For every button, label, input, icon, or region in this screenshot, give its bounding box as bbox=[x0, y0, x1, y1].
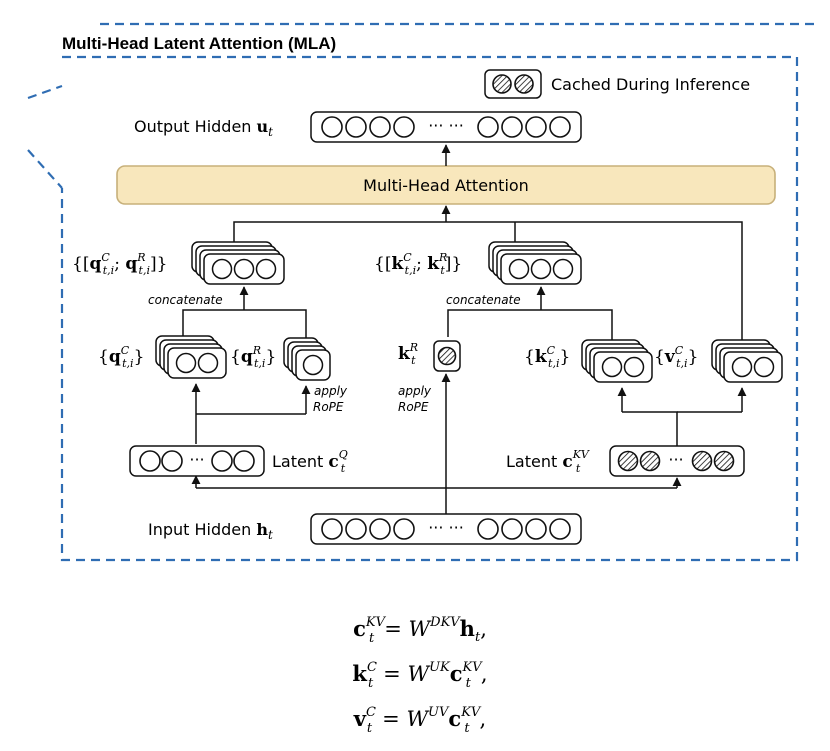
k-rope-label: RoPE bbox=[398, 400, 429, 414]
output-hidden: Output Hidden ut ··· ··· bbox=[134, 111, 582, 143]
k-concatenate-label: concatenate bbox=[446, 293, 521, 307]
multi-head-attention-block: Multi-Head Attention bbox=[116, 165, 776, 205]
latent-q-box: ··· bbox=[129, 445, 265, 477]
mha-label: Multi-Head Attention bbox=[363, 176, 529, 195]
output-ellipsis: ··· ··· bbox=[428, 116, 464, 135]
legend-label: Cached During Inference bbox=[551, 75, 750, 94]
q-r-stack bbox=[283, 337, 331, 381]
dashed-frame bbox=[27, 22, 820, 562]
input-hidden: Input Hidden ht ··· ··· bbox=[148, 513, 582, 545]
diagram-title: Multi-Head Latent Attention (MLA) bbox=[62, 34, 336, 53]
k-r-box bbox=[433, 340, 461, 372]
input-label: Input Hidden ht bbox=[148, 520, 273, 542]
latent-kv-ellipsis: ··· bbox=[668, 450, 683, 469]
q-rope-label: RoPE bbox=[313, 400, 344, 414]
q-concat-stack bbox=[191, 241, 285, 285]
output-label: Output Hidden ut bbox=[134, 117, 273, 139]
k-concat-stack bbox=[488, 241, 582, 285]
latent-kv-box: ··· bbox=[609, 445, 745, 477]
legend: Cached During Inference bbox=[484, 69, 750, 99]
connectors bbox=[182, 144, 747, 514]
q-concatenate-label: concatenate bbox=[148, 293, 223, 307]
q-apply-label: apply bbox=[314, 384, 348, 398]
v-c-stack bbox=[711, 339, 783, 383]
input-ellipsis: ··· ··· bbox=[428, 518, 464, 537]
k-c-stack bbox=[581, 339, 653, 383]
latent-q-ellipsis: ··· bbox=[189, 450, 204, 469]
k-apply-label: apply bbox=[398, 384, 432, 398]
q-c-stack bbox=[155, 335, 227, 379]
